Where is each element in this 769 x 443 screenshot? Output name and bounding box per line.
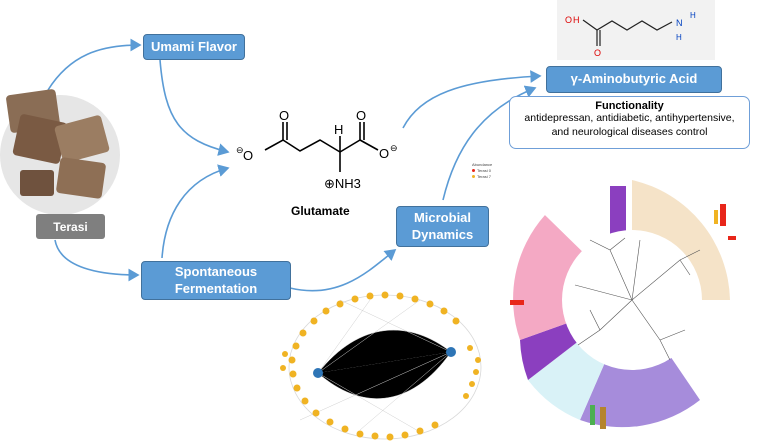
gaba-n-label: N	[676, 18, 683, 28]
glutamate-label: Glutamate	[291, 204, 350, 218]
glu-minus2: ⊖	[390, 143, 398, 153]
fermentation-line-2: Fermentation	[174, 280, 258, 296]
terasi-label: Terasi	[36, 214, 105, 239]
arrow-umami-glutamate	[159, 59, 230, 156]
functionality-line-2: and neurological diseases control	[551, 125, 708, 138]
glu-o2-label: O	[356, 108, 366, 123]
network-nodes	[280, 291, 481, 441]
legend-item-a: Terasi 0	[472, 168, 492, 174]
gaba-o2-label: O	[594, 48, 601, 58]
tree-legend: Abundance Terasi 0 Terasi 7	[472, 162, 492, 180]
gaba-o-label: O	[565, 15, 572, 25]
gaba-box: γ-Aminobutyric Acid	[546, 66, 722, 93]
network-hub-a	[313, 368, 323, 378]
gaba-h-label: H	[573, 15, 580, 25]
fermentation-line-1: Spontaneous	[174, 264, 258, 280]
legend-item-a-label: Terasi 0	[477, 168, 492, 173]
legend-item-b-label: Terasi 7	[477, 174, 492, 179]
microbial-line-1: Microbial	[413, 210, 472, 226]
arrow-terasi-fermentation	[54, 239, 140, 282]
functionality-title: Functionality	[595, 100, 664, 112]
arrow-fermentation-microbial	[289, 249, 397, 292]
umami-flavor-box: Umami Flavor	[143, 34, 245, 60]
glutamate-structure: O O H O ⊖ O ⊖ ⊕NH3	[236, 108, 398, 191]
spontaneous-fermentation-box: Spontaneous Fermentation	[141, 261, 291, 300]
gaba-h1-label: H	[690, 11, 696, 20]
glu-nh3-label: ⊕NH3	[324, 176, 361, 191]
glu-o3-label: O	[243, 148, 253, 163]
gaba-h2-label: H	[676, 33, 682, 42]
legend-dot-b	[472, 175, 475, 178]
arrow-glutamate-gaba	[402, 70, 542, 129]
glu-h-label: H	[334, 122, 343, 137]
gaba-structure: O H O N H H	[557, 0, 715, 60]
legend-title: Abundance	[472, 162, 493, 167]
glu-o4-label: O	[379, 146, 389, 161]
functionality-box: Functionality antidepressan, antidiabeti…	[509, 96, 750, 149]
glu-minus1: ⊖	[236, 145, 244, 155]
legend-item-b: Terasi 7	[472, 174, 492, 180]
functionality-line-1: antidepressan, antidiabetic, antihyperte…	[524, 112, 735, 124]
arrow-fermentation-glutamate	[161, 164, 230, 259]
network-hub-b	[446, 347, 456, 357]
terasi-image	[0, 89, 120, 215]
phylogenetic-tree	[510, 180, 736, 429]
network-graph	[280, 291, 482, 441]
flow-arrows	[47, 38, 542, 292]
legend-dot-a	[472, 169, 475, 172]
microbial-dynamics-box: Microbial Dynamics	[396, 206, 489, 247]
glu-o1-label: O	[279, 108, 289, 123]
microbial-line-2: Dynamics	[411, 226, 474, 242]
arrow-terasi-umami	[47, 38, 142, 91]
